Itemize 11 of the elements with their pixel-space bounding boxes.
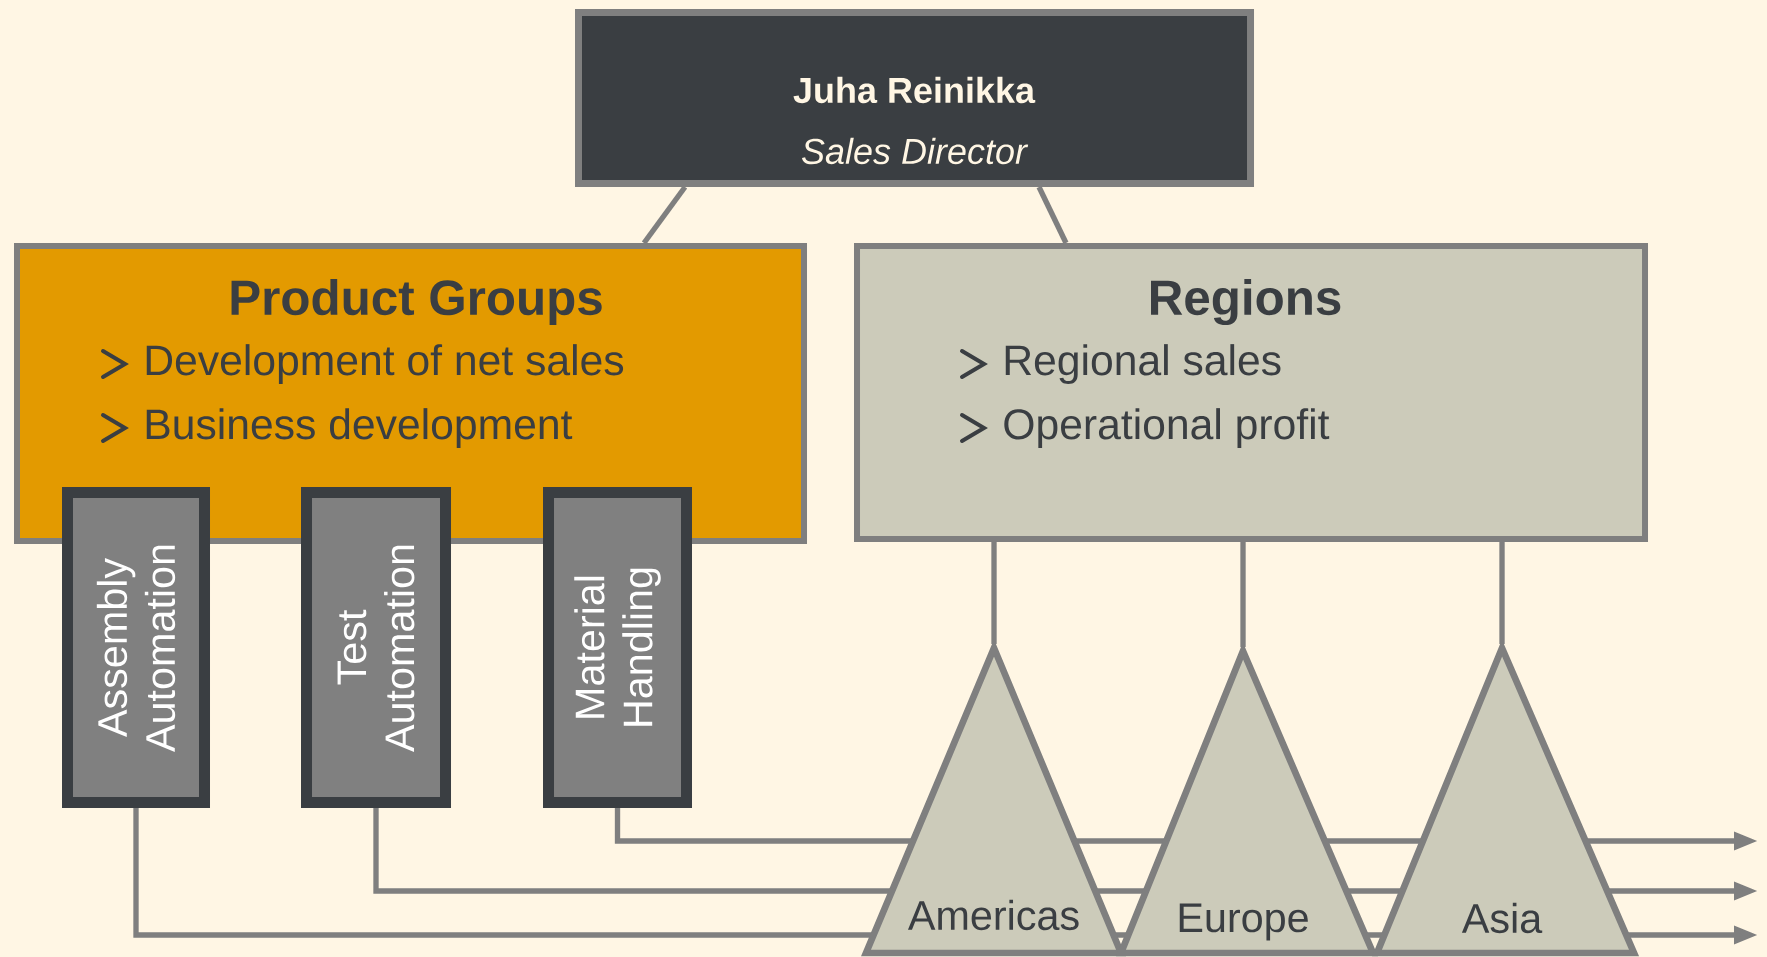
connector-line (1240, 542, 1246, 647)
connector-line (1036, 185, 1069, 245)
connector-line (641, 185, 688, 245)
connector-line (991, 542, 997, 644)
product-box: Material Handling (543, 487, 692, 808)
product-box: Assembly Automation (62, 487, 210, 808)
group-box: Regions Regional sales Operational profit (854, 243, 1648, 542)
title-box: Juha Reinikka Sales Director (575, 9, 1254, 187)
group-box: Product Groups Development of net sales Business development (14, 243, 807, 544)
product-box: Test Automation (301, 487, 451, 808)
connector-line (1499, 542, 1505, 644)
